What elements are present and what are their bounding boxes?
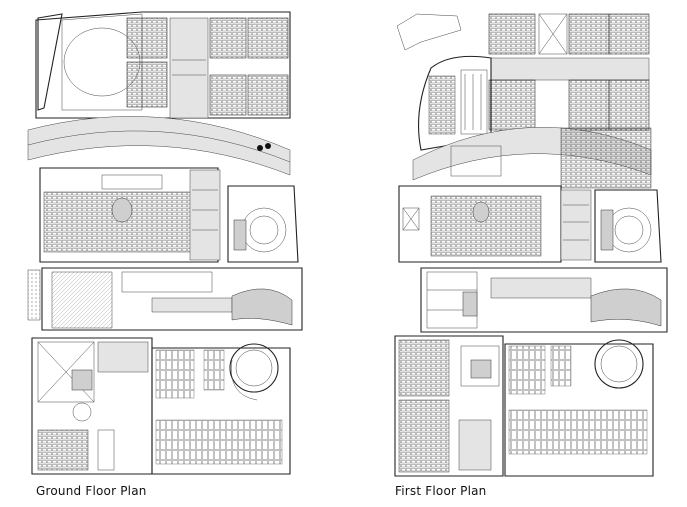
first-floor-plan-caption: First Floor Plan — [395, 484, 487, 498]
ground-floor-plan-drawing — [27, 11, 303, 475]
first-floor-plan-drawing — [394, 13, 668, 477]
ground-floor-plan-caption: Ground Floor Plan — [36, 484, 147, 498]
